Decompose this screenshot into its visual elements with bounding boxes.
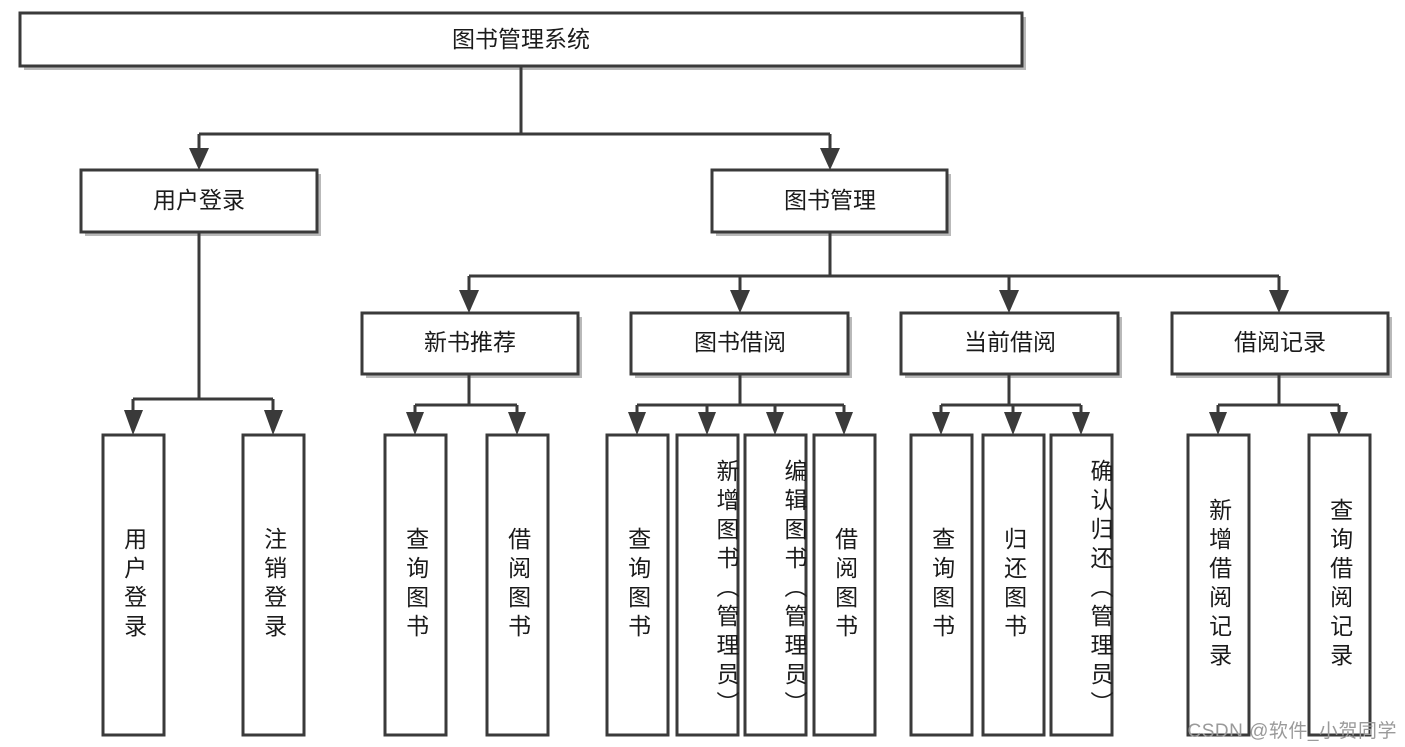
node-new-book-recommend-label: 新书推荐 bbox=[424, 329, 516, 355]
arrow-nbr-leaf-2 bbox=[508, 412, 526, 435]
node-labels: 图书管理系统 用户登录 图书管理 新书推荐 图书借阅 当前借阅 借阅记录 bbox=[153, 26, 1326, 355]
node-book-borrow-box[interactable] bbox=[629, 311, 850, 376]
node-current-borrow-label: 当前借阅 bbox=[964, 329, 1056, 355]
leaf-query-book-borrow-box[interactable] bbox=[605, 433, 670, 737]
connectors-book-management bbox=[459, 232, 1289, 313]
node-book-borrow-label: 图书借阅 bbox=[694, 329, 786, 355]
leaf-query-book-recommend-box[interactable] bbox=[383, 433, 448, 737]
arrow-br-leaf-1 bbox=[1209, 412, 1227, 435]
leaf-borrow-book-recommend-box[interactable] bbox=[485, 433, 550, 737]
node-user-login-box[interactable] bbox=[79, 168, 319, 234]
leaf-return-book-box[interactable] bbox=[981, 433, 1046, 737]
watermark-text: CSDN @软件_小贺同学 bbox=[1187, 721, 1397, 742]
leaf-boxes bbox=[101, 433, 1372, 737]
node-borrow-record-box[interactable] bbox=[1170, 311, 1390, 376]
arrow-user-login-leaf-1 bbox=[124, 410, 143, 435]
arrow-cb-leaf-1 bbox=[932, 412, 950, 435]
connectors-user-login bbox=[124, 232, 283, 435]
arrow-cb-leaf-2 bbox=[1004, 412, 1022, 435]
node-root-box[interactable] bbox=[18, 11, 1024, 68]
arrow-nbr-leaf-1 bbox=[406, 412, 424, 435]
arrow-bm-to-book-borrow bbox=[730, 290, 750, 313]
arrow-root-to-book-management bbox=[820, 148, 840, 170]
leaf-edit-book-box[interactable] bbox=[743, 433, 808, 737]
connectors-new-book-recommend bbox=[406, 374, 526, 435]
arrow-cb-leaf-3 bbox=[1072, 412, 1090, 435]
arrow-bb-leaf-3 bbox=[766, 412, 784, 435]
leaf-add-borrow-record-box[interactable] bbox=[1186, 433, 1251, 737]
node-current-borrow-box[interactable] bbox=[899, 311, 1120, 376]
node-new-book-recommend-box[interactable] bbox=[360, 311, 580, 376]
leaf-logout-login-box[interactable] bbox=[241, 433, 306, 737]
leaf-add-book-box[interactable] bbox=[675, 433, 740, 737]
node-root-label: 图书管理系统 bbox=[452, 26, 590, 52]
leaf-user-login-box[interactable] bbox=[101, 433, 166, 737]
node-book-management-box[interactable] bbox=[710, 168, 949, 234]
arrow-user-login-leaf-2 bbox=[264, 410, 283, 435]
leaf-query-borrow-record-box[interactable] bbox=[1307, 433, 1372, 737]
node-boxes bbox=[18, 11, 1390, 376]
arrow-bb-leaf-1 bbox=[628, 412, 646, 435]
node-book-management-label: 图书管理 bbox=[784, 187, 876, 213]
node-user-login-label: 用户登录 bbox=[153, 187, 245, 213]
leaf-confirm-return-box[interactable] bbox=[1049, 433, 1114, 737]
leaf-query-book-current-box[interactable] bbox=[909, 433, 974, 737]
arrow-bb-leaf-4 bbox=[835, 412, 853, 435]
arrow-bb-leaf-2 bbox=[698, 412, 716, 435]
arrow-br-leaf-2 bbox=[1330, 412, 1348, 435]
connectors-root bbox=[189, 66, 840, 170]
connectors-borrow-record bbox=[1209, 374, 1348, 435]
leaf-borrow-book-box[interactable] bbox=[812, 433, 877, 737]
connectors-book-borrow bbox=[628, 374, 853, 435]
arrow-root-to-user-login bbox=[189, 148, 209, 170]
arrow-bm-to-current-borrow bbox=[999, 290, 1019, 313]
arrow-bm-to-new-book-recommend bbox=[459, 290, 479, 313]
connectors-current-borrow bbox=[932, 374, 1090, 435]
arrow-bm-to-borrow-record bbox=[1269, 290, 1289, 313]
node-borrow-record-label: 借阅记录 bbox=[1234, 329, 1326, 355]
